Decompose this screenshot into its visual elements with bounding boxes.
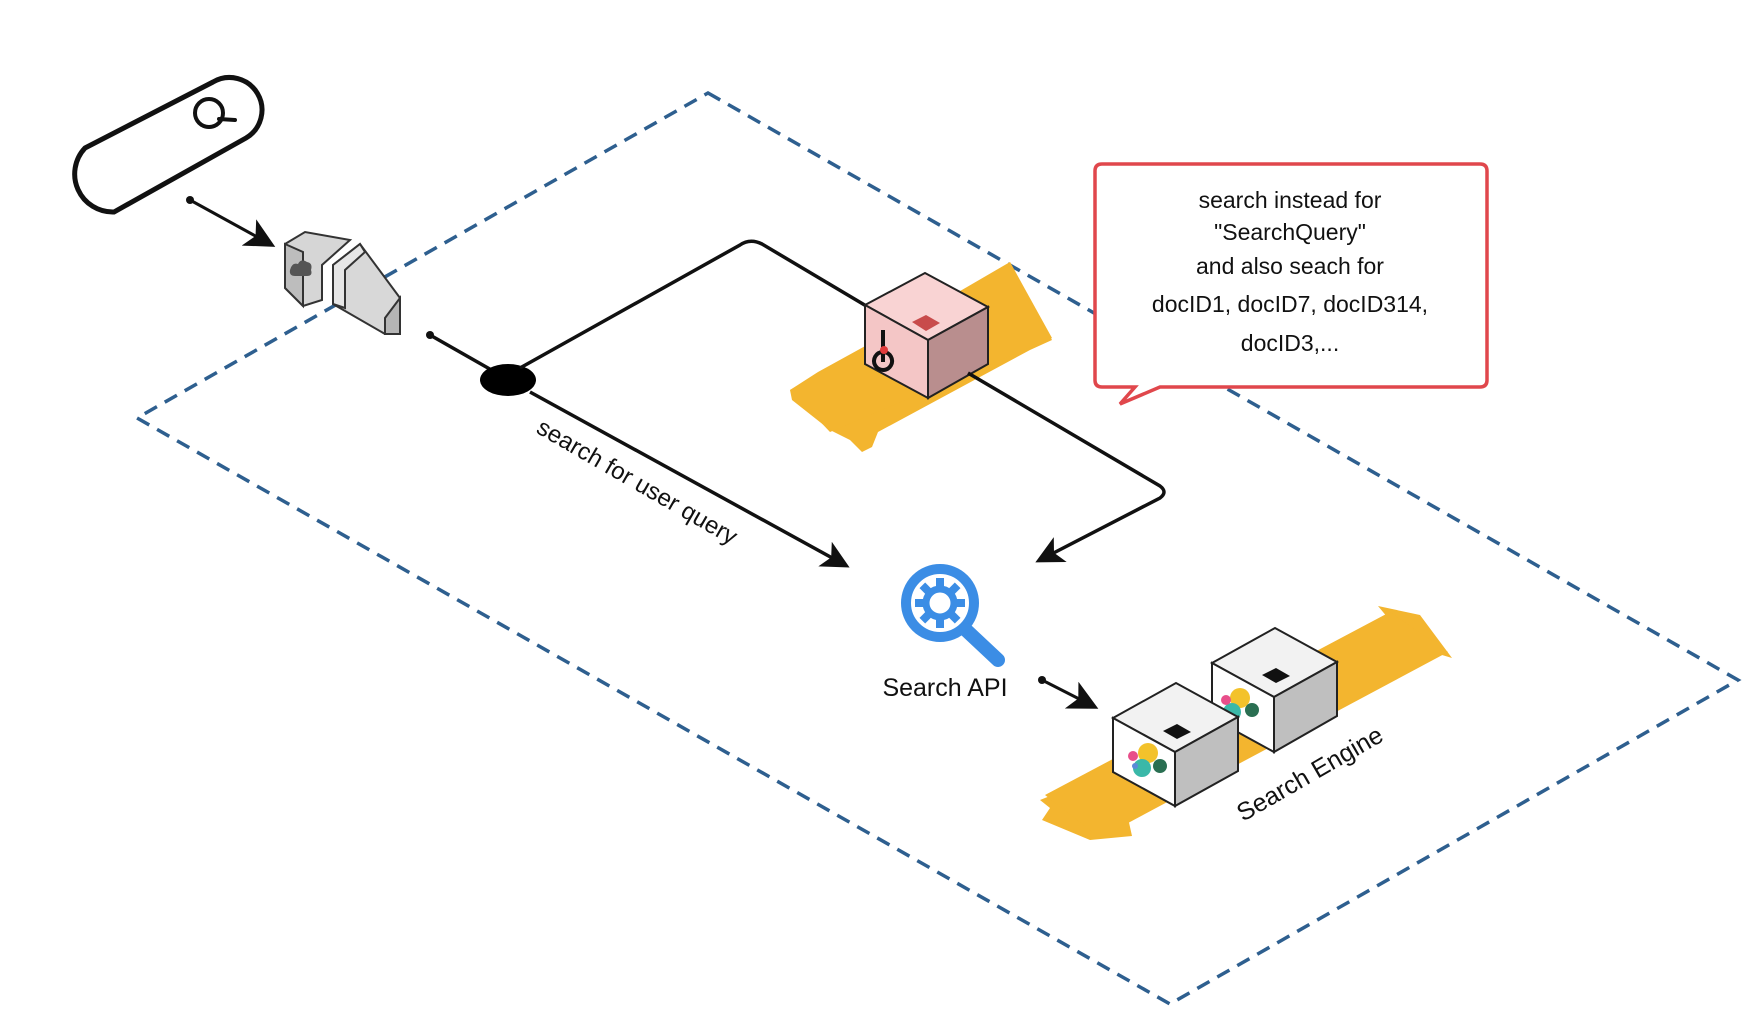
edge-junction-rewriter (519, 239, 869, 370)
callout-line-3: and also seach for (1196, 253, 1384, 279)
cloud-gateway-icon (284, 230, 401, 335)
elastic-node-icon-1 (1110, 681, 1241, 808)
search-gear-icon[interactable] (901, 564, 1005, 667)
callout-line-2: "SearchQuery" (1214, 219, 1366, 245)
rewrite-callout: search instead for "SearchQuery" and als… (1093, 162, 1489, 406)
callout-line-4: docID1, docID7, docID314, (1152, 291, 1428, 317)
callout-line-5: docID3,... (1241, 330, 1339, 356)
edge-searchapi-engine (1038, 676, 1099, 709)
query-rewriter-cube-icon (862, 271, 991, 400)
search-api-label: Search API (882, 674, 1007, 702)
search-bar-icon[interactable] (72, 75, 265, 215)
system-boundary (133, 90, 1742, 1007)
edge-user-query (529, 390, 850, 568)
callout-line-1: search instead for (1199, 187, 1382, 213)
edge-rewriter-searchapi (967, 371, 1166, 563)
edge-gateway-junction (426, 331, 496, 374)
junction-node (480, 364, 536, 396)
elastic-node-icon-2 (1209, 626, 1340, 754)
edge-label-user-query: search for user query (532, 414, 742, 551)
edge-searchbar-gateway (186, 196, 276, 247)
